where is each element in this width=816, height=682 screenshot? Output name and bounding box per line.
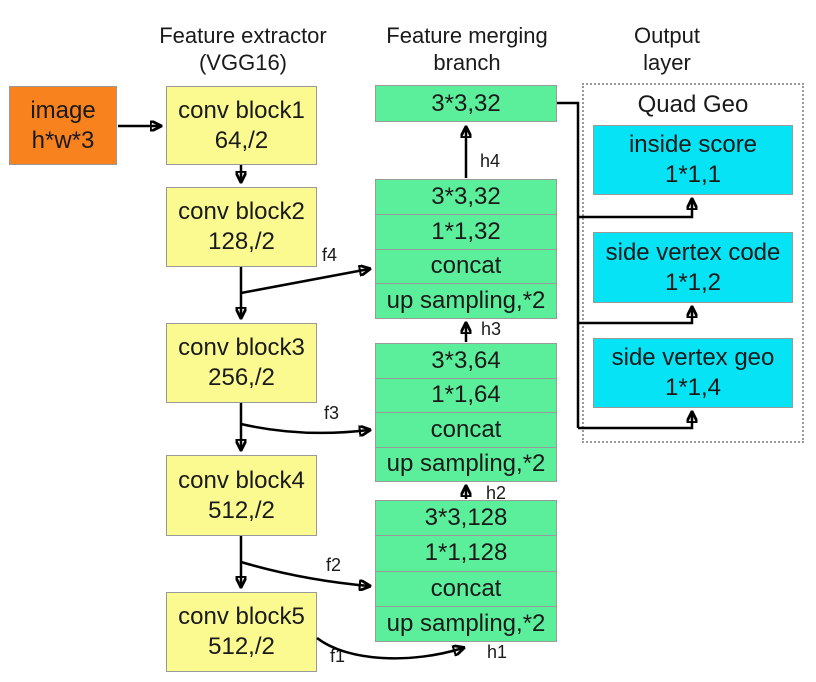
edge-label-f2: f2	[326, 555, 342, 575]
input-image-shape: h*w*3	[31, 126, 95, 154]
merge-stage2-conv1x1: 1*1,64	[376, 377, 556, 413]
merge-stage3-conv1x1: 1*1,128	[376, 535, 556, 570]
merge-stage1-concat: concat	[376, 248, 556, 284]
edge-label-h1: h1	[487, 642, 508, 662]
column-title-line1: Output	[633, 23, 701, 48]
conv-block2-params: 128,/2	[208, 228, 275, 255]
conv-block5-label: conv block5	[178, 603, 305, 630]
conv-block2-node: conv block2 128,/2	[166, 187, 317, 267]
inside-score-shape: 1*1,1	[664, 161, 722, 188]
edge-label-f4: f4	[322, 245, 338, 265]
edge-label-f3: f3	[324, 403, 340, 423]
merge-final-conv-node: 3*3,32	[375, 85, 557, 122]
inside-score-node: inside score 1*1,1	[593, 125, 793, 195]
conv-block5-params: 512,/2	[208, 633, 275, 660]
merge-final-conv-label: 3*3,32	[431, 89, 501, 117]
edge-label-h3: h3	[481, 319, 502, 339]
side-vertex-code-node: side vertex code 1*1,2	[593, 232, 793, 303]
column-title-feature-extractor: Feature extractor (VGG16)	[143, 22, 343, 76]
arrow-f3-to-concat2	[240, 422, 369, 433]
arrow-f2-to-concat3	[240, 560, 369, 586]
conv-block1-node: conv block1 64,/2	[166, 86, 317, 165]
conv-block2-label: conv block2	[178, 198, 305, 225]
merge-stage3-concat: concat	[376, 570, 556, 606]
side-vertex-geo-shape: 1*1,4	[664, 374, 722, 401]
edge-label-h4: h4	[480, 151, 501, 171]
column-title-line2: branch	[433, 50, 501, 75]
merge-stage2-concat: concat	[376, 412, 556, 447]
edge-label-f1: f1	[330, 646, 346, 666]
conv-block4-label: conv block4	[178, 466, 305, 494]
column-title-line2: layer	[643, 50, 691, 75]
column-title-line1: Feature merging	[386, 23, 548, 48]
input-image-label: image	[30, 96, 96, 124]
merge-stage3-conv3x3: 3*3,128	[424, 504, 508, 532]
merge-stage1-node: 3*3,32 1*1,32 concat up sampling,*2	[375, 179, 557, 319]
conv-block1-label: conv block1	[178, 96, 305, 124]
merge-stage1-conv3x3: 3*3,32	[431, 182, 501, 210]
column-title-feature-merging: Feature merging branch	[367, 22, 567, 76]
conv-block1-params: 64,/2	[214, 126, 269, 154]
quad-geo-title: Quad Geo	[637, 91, 749, 118]
quad-geo-frame	[582, 83, 804, 443]
conv-block3-label: conv block3	[178, 334, 305, 361]
merge-stage2-upsampling: up sampling,*2	[376, 446, 556, 482]
conv-block5-node: conv block5 512,/2	[166, 592, 317, 672]
merge-stage1-upsampling: up sampling,*2	[376, 283, 556, 318]
edge-label-h2: h2	[486, 483, 507, 503]
column-title-output-layer: Output layer	[567, 22, 767, 76]
side-vertex-geo-label: side vertex geo	[611, 344, 775, 371]
side-vertex-code-label: side vertex code	[605, 238, 781, 266]
side-vertex-geo-node: side vertex geo 1*1,4	[593, 338, 793, 408]
conv-block3-node: conv block3 256,/2	[166, 323, 317, 403]
inside-score-label: inside score	[628, 131, 758, 158]
column-title-line2: (VGG16)	[198, 50, 288, 75]
conv-block4-params: 512,/2	[208, 496, 275, 524]
arrow-f4-to-concat1	[240, 269, 369, 295]
connector-trunk-to-outputs	[557, 101, 580, 428]
merge-stage3-upsampling: up sampling,*2	[376, 605, 556, 641]
side-vertex-code-shape: 1*1,2	[664, 268, 722, 296]
merge-stage2-node: 3*3,64 1*1,64 concat up sampling,*2	[375, 343, 557, 482]
conv-block3-params: 256,/2	[208, 364, 275, 391]
column-title-line1: Feature extractor	[159, 23, 327, 48]
merge-stage1-conv1x1: 1*1,32	[376, 213, 556, 249]
input-image-node: image h*w*3	[9, 86, 117, 165]
conv-block4-node: conv block4 512,/2	[166, 455, 317, 536]
merge-stage2-conv3x3: 3*3,64	[431, 346, 501, 374]
merge-stage3-node: 3*3,128 1*1,128 concat up sampling,*2	[375, 500, 557, 642]
